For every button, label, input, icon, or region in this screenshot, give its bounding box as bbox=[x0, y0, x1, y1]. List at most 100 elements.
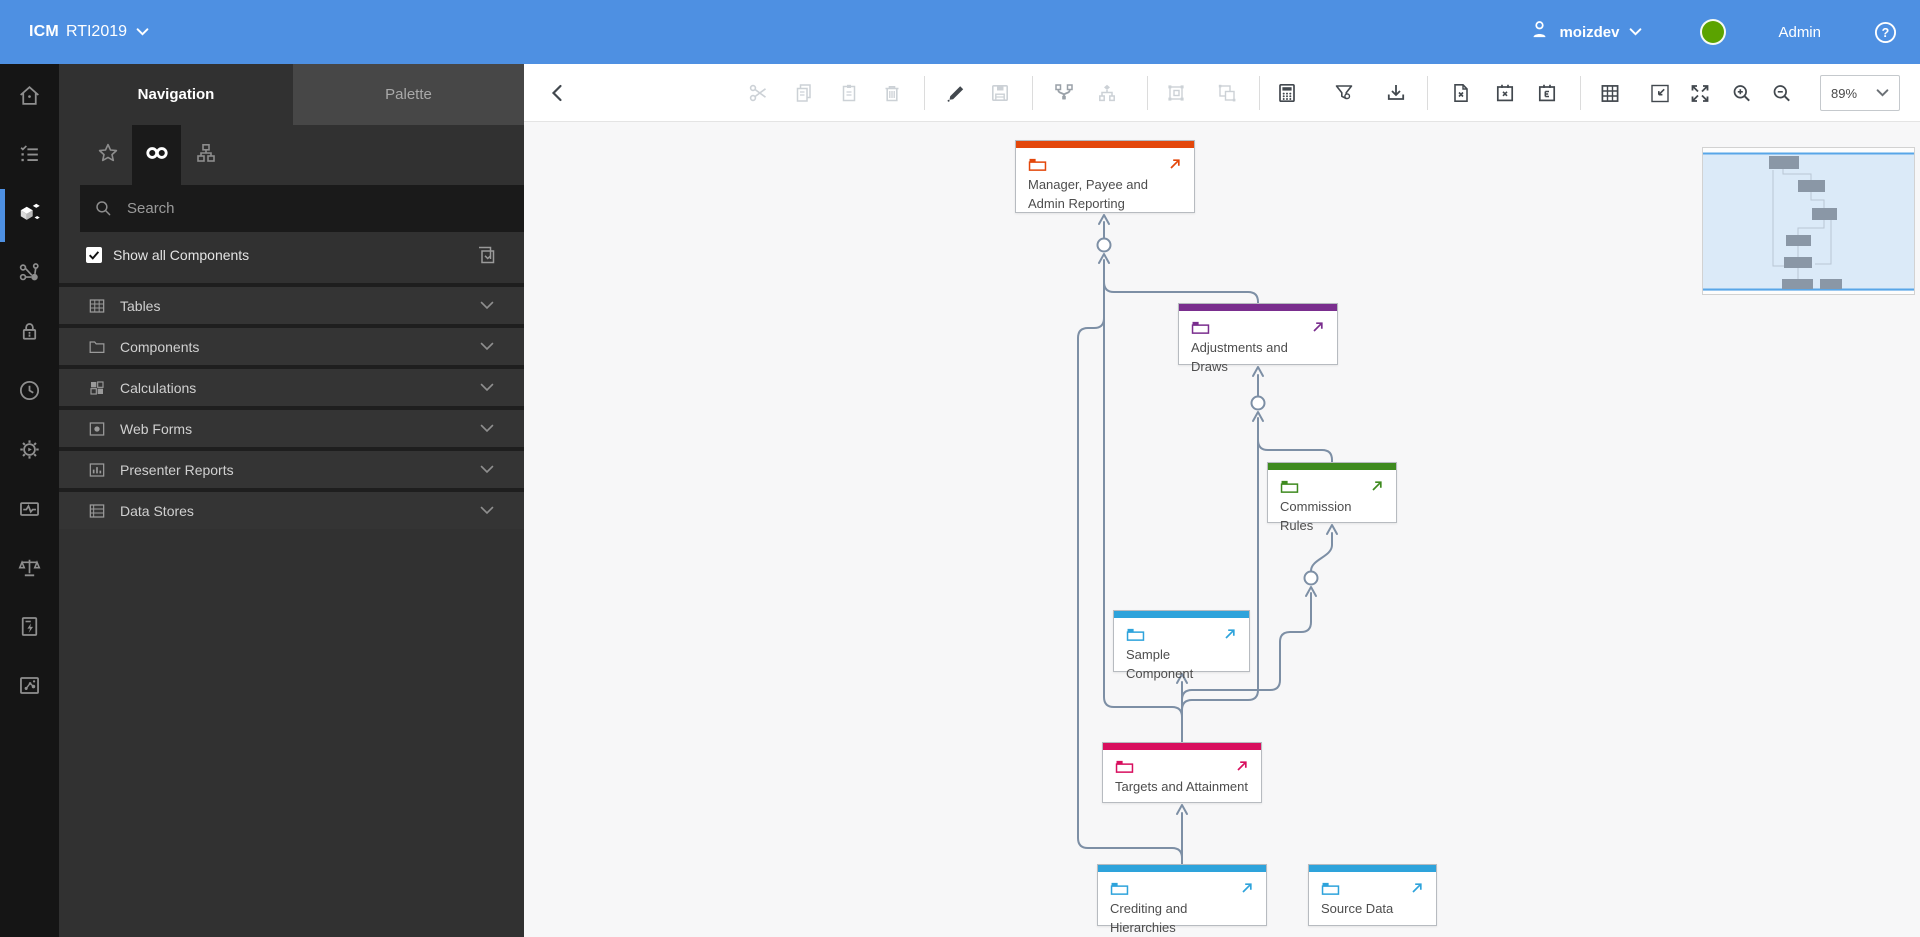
delete-icon[interactable] bbox=[880, 81, 904, 105]
rail-audit[interactable] bbox=[0, 540, 59, 599]
show-all-checkbox[interactable] bbox=[86, 247, 102, 263]
presenter-reports-icon bbox=[87, 460, 107, 480]
component-node-manager-payee-admin-reporting[interactable]: Manager, Payee and Admin Reporting bbox=[1015, 140, 1195, 213]
home-icon bbox=[17, 83, 42, 113]
section-label: Web Forms bbox=[120, 420, 193, 437]
data-model-icon bbox=[17, 673, 42, 703]
rail-components[interactable] bbox=[0, 186, 59, 245]
rail-settings[interactable] bbox=[0, 422, 59, 481]
connector-lines bbox=[1077, 214, 1338, 865]
node-color-bar bbox=[1268, 463, 1396, 470]
calculator-icon[interactable] bbox=[1275, 81, 1299, 105]
search-icon bbox=[93, 198, 114, 219]
rail-home[interactable] bbox=[0, 68, 59, 127]
zoom-in-icon[interactable] bbox=[1730, 81, 1754, 105]
zoom-out-icon[interactable] bbox=[1770, 81, 1794, 105]
folder-icon bbox=[1280, 479, 1299, 494]
open-component-icon[interactable] bbox=[1168, 157, 1182, 171]
chevron-down-icon bbox=[1876, 89, 1889, 97]
rail-security[interactable] bbox=[0, 304, 59, 363]
role-label: Admin bbox=[1778, 23, 1821, 41]
section-calculations[interactable]: Calculations bbox=[59, 365, 524, 406]
open-component-icon[interactable] bbox=[1235, 759, 1249, 773]
section-web-forms[interactable]: Web Forms bbox=[59, 406, 524, 447]
subtab-browse[interactable] bbox=[132, 125, 181, 185]
user-menu[interactable]: moizdev bbox=[1528, 18, 1642, 46]
help-icon[interactable] bbox=[1873, 20, 1898, 45]
component-node-crediting-and-hierarchies[interactable]: Crediting and Hierarchies bbox=[1097, 864, 1267, 935]
connector-node[interactable] bbox=[1096, 237, 1112, 253]
zoom-level-dropdown[interactable]: 89% bbox=[1820, 75, 1900, 111]
node-color-bar bbox=[1098, 865, 1266, 872]
subtab-hierarchy[interactable] bbox=[181, 125, 230, 185]
save-icon[interactable] bbox=[988, 81, 1012, 105]
copy-icon[interactable] bbox=[792, 81, 816, 105]
section-label: Components bbox=[120, 338, 200, 355]
chevron-down-icon bbox=[480, 424, 494, 433]
open-component-icon[interactable] bbox=[1223, 627, 1237, 641]
ungroup-icon[interactable] bbox=[1215, 81, 1239, 105]
component-map-canvas[interactable]: Manager, Payee and Admin Reporting Adjus… bbox=[524, 122, 1920, 937]
web-forms-icon bbox=[87, 419, 107, 439]
open-component-icon[interactable] bbox=[1311, 320, 1325, 334]
component-node-sample-component[interactable]: Sample Component bbox=[1113, 610, 1250, 681]
model-picker[interactable]: ICM RTI2019 bbox=[29, 23, 149, 41]
component-node-adjustments-and-draws[interactable]: Adjustments and Draws bbox=[1178, 303, 1338, 374]
cut-icon[interactable] bbox=[747, 81, 771, 105]
rail-processes[interactable] bbox=[0, 599, 59, 658]
section-data-stores[interactable]: Data Stores bbox=[59, 488, 524, 529]
select-displayed-icon[interactable] bbox=[474, 243, 498, 267]
fit-to-window-icon[interactable] bbox=[1648, 81, 1672, 105]
component-node-commission-rules[interactable]: Commission Rules bbox=[1267, 462, 1397, 533]
section-label: Calculations bbox=[120, 379, 197, 396]
node-color-bar bbox=[1016, 141, 1194, 148]
rail-data-model[interactable] bbox=[0, 658, 59, 717]
grid-view-icon[interactable] bbox=[1598, 81, 1622, 105]
edit-pencil-icon[interactable] bbox=[944, 81, 968, 105]
settings-gear-icon bbox=[17, 437, 42, 467]
search-input[interactable] bbox=[127, 200, 487, 217]
zoom-level-value: 89% bbox=[1831, 85, 1858, 101]
connector-node[interactable] bbox=[1303, 570, 1319, 586]
search-box[interactable] bbox=[80, 185, 524, 232]
merge-branch-icon[interactable] bbox=[1052, 81, 1076, 105]
section-label: Data Stores bbox=[120, 502, 194, 519]
folder-icon bbox=[1115, 759, 1134, 774]
paste-icon[interactable] bbox=[837, 81, 861, 105]
open-component-icon[interactable] bbox=[1370, 479, 1384, 493]
rail-tasks[interactable] bbox=[0, 127, 59, 186]
calendar-effective-icon[interactable] bbox=[1535, 81, 1559, 105]
rail-workflow[interactable] bbox=[0, 245, 59, 304]
tab-palette[interactable]: Palette bbox=[293, 64, 524, 125]
node-color-bar bbox=[1309, 865, 1436, 872]
rail-monitor[interactable] bbox=[0, 481, 59, 540]
import-download-icon[interactable] bbox=[1384, 81, 1408, 105]
node-label: Manager, Payee and Admin Reporting bbox=[1028, 177, 1148, 211]
activity-monitor-icon bbox=[17, 496, 42, 526]
export-file-icon[interactable] bbox=[1449, 81, 1473, 105]
tab-navigation[interactable]: Navigation bbox=[59, 64, 293, 125]
calendar-clear-icon[interactable] bbox=[1493, 81, 1517, 105]
expand-icon[interactable] bbox=[1688, 81, 1712, 105]
component-node-targets-and-attainment[interactable]: Targets and Attainment bbox=[1102, 742, 1262, 803]
minimap[interactable] bbox=[1702, 147, 1915, 295]
section-presenter-reports[interactable]: Presenter Reports bbox=[59, 447, 524, 488]
tree-layout-icon[interactable] bbox=[1095, 81, 1119, 105]
open-component-icon[interactable] bbox=[1410, 881, 1424, 895]
subtab-favorites[interactable] bbox=[83, 125, 132, 185]
group-icon[interactable] bbox=[1164, 81, 1188, 105]
node-color-bar bbox=[1114, 611, 1249, 618]
filter-icon[interactable] bbox=[1332, 81, 1356, 105]
node-label: Targets and Attainment bbox=[1115, 779, 1248, 794]
component-node-source-data[interactable]: Source Data bbox=[1308, 864, 1437, 926]
browse-binoculars-icon bbox=[144, 140, 170, 171]
section-components[interactable]: Components bbox=[59, 324, 524, 365]
rail-scheduler[interactable] bbox=[0, 363, 59, 422]
section-tables[interactable]: Tables bbox=[59, 283, 524, 324]
open-component-icon[interactable] bbox=[1240, 881, 1254, 895]
connector-node[interactable] bbox=[1250, 395, 1266, 411]
audit-scales-icon bbox=[17, 555, 42, 585]
back-icon[interactable] bbox=[546, 81, 570, 105]
chevron-down-icon bbox=[480, 465, 494, 474]
chevron-down-icon bbox=[480, 383, 494, 392]
